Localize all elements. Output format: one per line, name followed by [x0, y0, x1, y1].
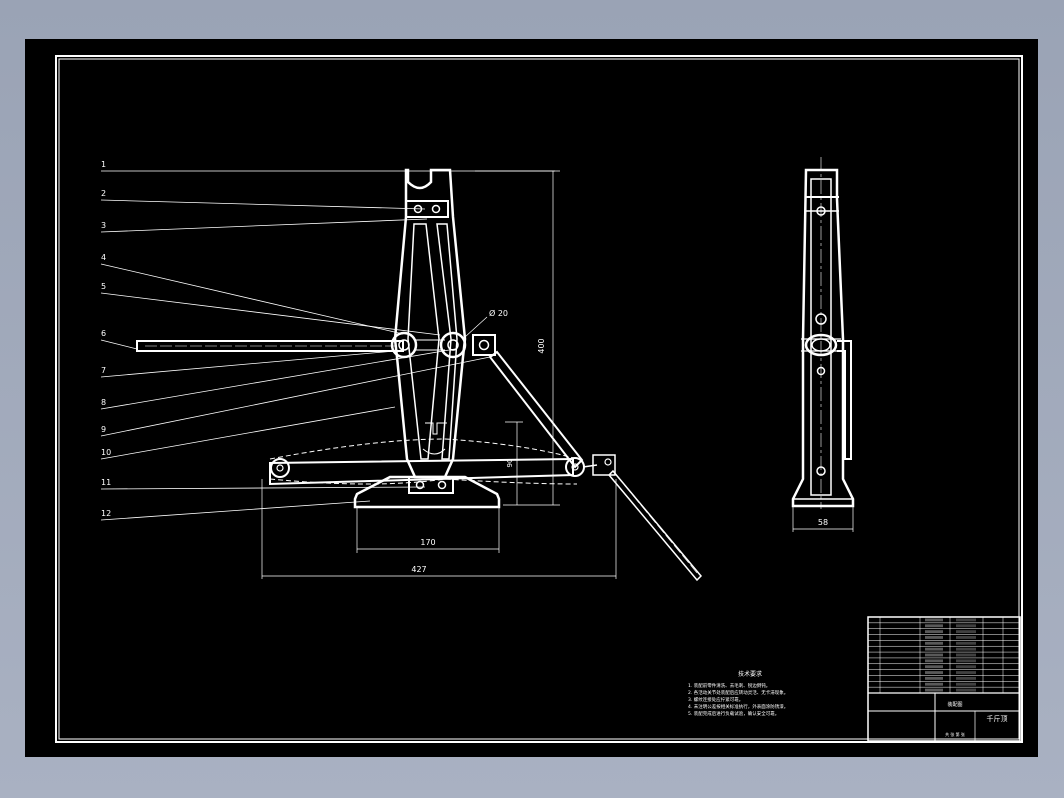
balloon-6: 6	[101, 329, 106, 338]
handle-bar	[136, 340, 404, 352]
balloon-10: 10	[101, 448, 111, 457]
balloon-4: 4	[101, 253, 106, 262]
base-seat	[353, 422, 501, 509]
dim-pin-dia: Ø 20	[489, 308, 508, 318]
dimension-lines	[261, 170, 617, 579]
sheet-border-outer	[55, 55, 1023, 743]
side-view: 58	[791, 157, 855, 532]
balloon-2: 2	[101, 189, 106, 198]
balloon-3: 3	[101, 221, 106, 230]
dim-lift: 90	[506, 459, 514, 468]
dim-overall-width: 427	[411, 565, 426, 574]
note-line-4: 4. 未注明公差按相关标准执行，外表面涂防锈漆。	[688, 703, 788, 710]
balloon-12: 12	[101, 509, 111, 518]
balloon-8: 8	[101, 398, 106, 407]
note-line-3: 3. 螺纹连接处应拧紧可靠。	[688, 696, 743, 703]
front-view: 1 2 3 4 5 6 7 8 9 10 11 12	[100, 160, 703, 582]
balloon-9: 9	[101, 425, 106, 434]
base-lever	[269, 438, 703, 582]
balloon-1: 1	[101, 160, 106, 169]
lift-frame	[393, 168, 467, 479]
balloon-11: 11	[101, 478, 111, 487]
note-line-1: 1. 装配前零件清洗、去毛刺、锐边倒钝。	[688, 682, 770, 689]
note-line-5: 5. 装配完成后进行负载试验，确认安全可靠。	[688, 710, 779, 717]
title-block: 千斤顶 装配图 共 张 第 张	[867, 616, 1021, 742]
link-arm	[488, 350, 585, 477]
parts-list-grid	[868, 617, 1020, 693]
balloon-leaders	[100, 170, 555, 521]
drawing-name: 千斤顶	[987, 714, 1008, 723]
assembly-drawing: 1 2 3 4 5 6 7 8 9 10 11 12	[55, 55, 1023, 743]
pivot-pins	[390, 331, 496, 359]
balloon-7: 7	[101, 366, 106, 375]
cad-viewport[interactable]: 1 2 3 4 5 6 7 8 9 10 11 12	[25, 39, 1038, 757]
sheet-border-inner	[58, 58, 1020, 740]
sheet-label: 共 张 第 张	[945, 731, 965, 737]
balloon-5: 5	[101, 282, 106, 291]
dim-height: 400	[537, 338, 546, 353]
note-line-2: 2. 各活动关节处装配后应转动灵活、无卡滞现象。	[688, 689, 788, 696]
material-label: 装配图	[947, 701, 962, 708]
dim-base-width: 170	[420, 538, 435, 547]
dim-side-width: 58	[818, 518, 828, 527]
technical-notes: 技术要求 1. 装配前零件清洗、去毛刺、锐边倒钝。 2. 各活动关节处装配后应转…	[688, 670, 788, 717]
notes-title: 技术要求	[738, 670, 762, 678]
